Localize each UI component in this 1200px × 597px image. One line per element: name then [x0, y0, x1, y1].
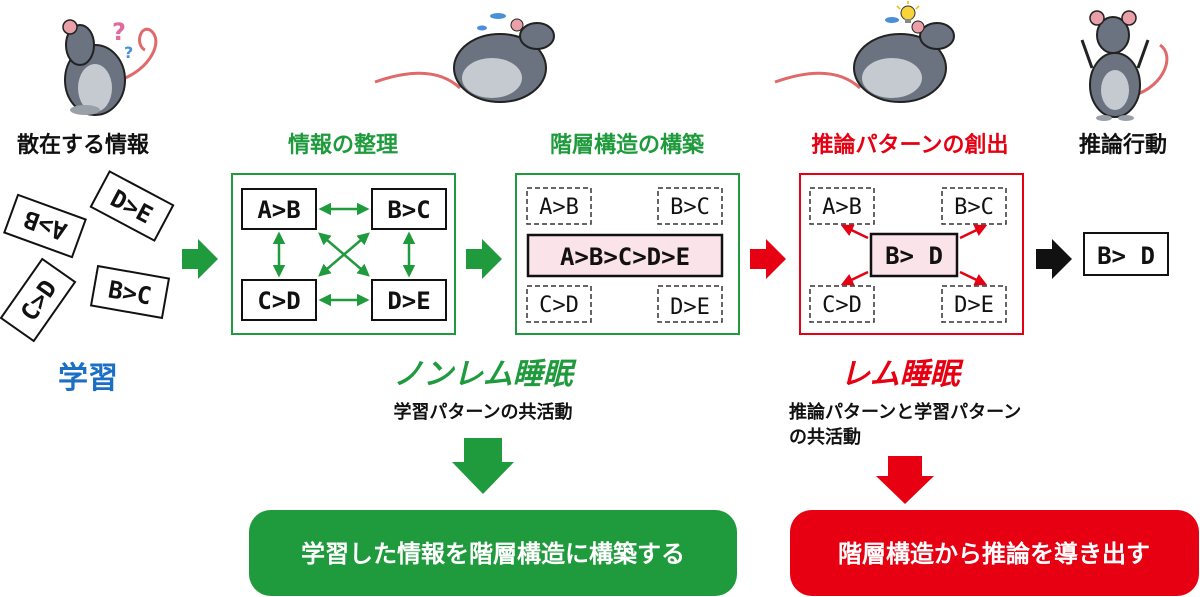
happy-mouse-illustration	[1080, 10, 1169, 121]
svg-text:C>D: C>D	[539, 293, 579, 318]
nonrem-sleep-title: ノンレム睡眠	[393, 357, 576, 392]
svg-text:B>C: B>C	[670, 195, 710, 220]
inference-card-cd: C>D	[809, 285, 875, 323]
lightbulb-icon	[896, 1, 920, 23]
inference-card-de: D>E	[941, 285, 1007, 323]
organize-card-cd: C>D	[241, 279, 317, 321]
svg-text:D>E: D>E	[670, 295, 710, 320]
sleeping-mouse-illustration	[374, 13, 555, 103]
inference-bd-card: B> D	[869, 232, 959, 278]
sleeping-mouse-with-idea-illustration	[774, 1, 955, 103]
inference-card-ab: A>B	[809, 187, 875, 225]
nonrem-result-text: 学習した情報を階層構造に構築する	[301, 540, 685, 568]
arrow-right-icon	[750, 239, 786, 279]
stage-heading-hierarchy: 階層構造の構築	[550, 132, 705, 158]
scattered-card-bc: B>C	[89, 264, 171, 320]
stage-heading-create: 推論パターンの創出	[812, 132, 1009, 158]
hierarchy-card-cd: C>D	[526, 285, 592, 323]
organize-connector-arrows	[272, 202, 416, 307]
arrow-right-icon	[182, 239, 218, 279]
hierarchy-chain-card: A>B>C>D>E	[526, 233, 724, 278]
svg-text:B>C: B>C	[954, 195, 994, 220]
inference-card-bc: B>C	[941, 187, 1007, 225]
scattered-card-ab: A>B	[3, 193, 87, 259]
hierarchy-card-bc: B>C	[657, 187, 723, 225]
svg-text:A>B: A>B	[257, 196, 300, 224]
rem-result-box	[790, 510, 1199, 596]
nonrem-result-box	[249, 510, 737, 596]
svg-text:B> D: B> D	[885, 242, 943, 270]
scattered-card-cd: C>D	[0, 257, 77, 343]
hierarchy-card-ab: A>B	[526, 187, 592, 225]
organize-card-ab: A>B	[241, 188, 317, 230]
hierarchy-card-de: D>E	[657, 285, 723, 323]
nonrem-sleep-subtitle: 学習パターンの共活動	[393, 401, 572, 423]
stage-heading-organize: 情報の整理	[288, 132, 398, 158]
svg-text:D>E: D>E	[387, 287, 430, 315]
rem-sleep-subtitle-line1: 推論パターンと学習パターン	[789, 401, 1021, 423]
standing-mouse-confused-illustration: ? ?	[62, 18, 158, 116]
question-mark-icon: ?	[124, 43, 133, 62]
organize-card-de: D>E	[371, 279, 447, 321]
svg-text:A>B: A>B	[822, 195, 862, 220]
learning-label: 学習	[58, 361, 118, 396]
arrow-down-icon	[452, 438, 514, 494]
rem-sleep-title: レム睡眠	[840, 357, 963, 392]
action-card-bd: B> D	[1083, 232, 1169, 276]
rem-sleep-subtitle-line2: の共活動	[789, 426, 861, 448]
scattered-card-de: D>E	[89, 170, 175, 242]
arrow-right-icon	[1036, 239, 1072, 279]
arrow-down-icon	[876, 456, 934, 504]
svg-text:B>C: B>C	[387, 196, 430, 224]
svg-text:A>B>C>D>E: A>B>C>D>E	[560, 243, 690, 271]
question-mark-icon: ?	[112, 18, 126, 46]
arrow-right-icon	[466, 239, 502, 279]
organize-card-bc: B>C	[371, 188, 447, 230]
svg-text:A>B: A>B	[539, 195, 579, 220]
rem-result-text: 階層構造から推論を導き出す	[838, 540, 1150, 568]
stage-heading-action: 推論行動	[1079, 132, 1167, 158]
svg-text:C>D: C>D	[822, 293, 862, 318]
inference-spread-arrows	[840, 224, 988, 286]
stage-heading-scattered: 散在する情報	[17, 132, 150, 158]
svg-text:C>D: C>D	[257, 287, 300, 315]
svg-text:D>E: D>E	[954, 293, 994, 318]
svg-text:B> D: B> D	[1097, 242, 1155, 270]
